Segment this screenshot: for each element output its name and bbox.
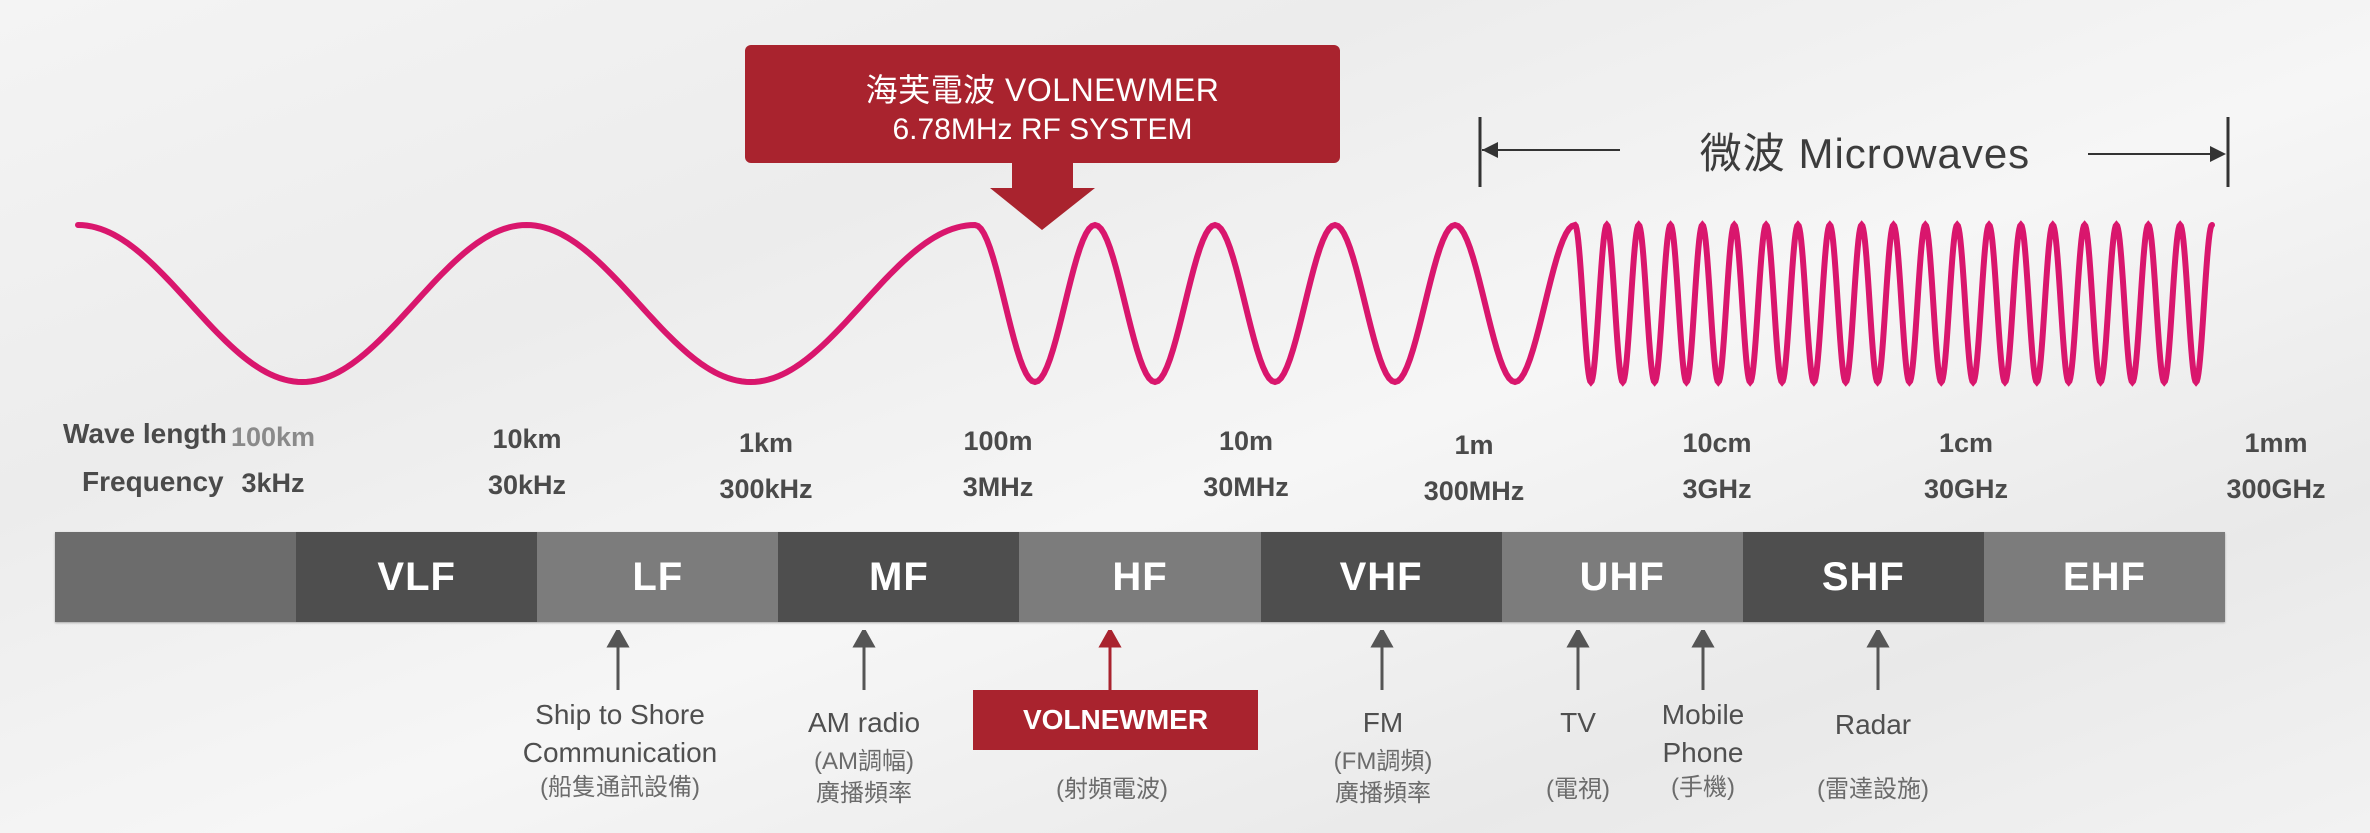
tick-wavelength: 1m bbox=[1454, 430, 1494, 460]
arrow-up-icon bbox=[1566, 630, 1590, 648]
wave-line bbox=[75, 220, 2215, 387]
tick-frequency: 300MHz bbox=[1423, 476, 1525, 506]
app-ship-to-shore: Ship to Shore Communication (船隻通訊設備) bbox=[523, 696, 718, 804]
tick-5: 1m 300MHz bbox=[1424, 422, 1525, 514]
microwaves-bracket bbox=[1478, 117, 2230, 187]
arrow-up-icon bbox=[606, 630, 630, 648]
tick-0: 100km 3kHz bbox=[231, 414, 315, 506]
app-mobile-phone: Mobile Phone (手機) bbox=[1662, 696, 1744, 804]
tick-6: 10cm 3GHz bbox=[1682, 420, 1751, 512]
tick-2: 1km 300kHz bbox=[719, 420, 812, 512]
band-empty bbox=[55, 532, 297, 622]
app-subtitle: (FM調頻) 廣播頻率 bbox=[1333, 748, 1433, 807]
frequency-band-bar: VLF LF MF HF VHF UHF SHF EHF bbox=[55, 532, 2225, 622]
band-vlf: VLF bbox=[296, 532, 538, 622]
tick-frequency: 30MHz bbox=[1203, 472, 1289, 502]
tick-frequency: 3MHz bbox=[962, 472, 1034, 502]
tick-wavelength: 10cm bbox=[1682, 428, 1752, 458]
arrow-up-icon bbox=[1866, 630, 1890, 648]
app-radar: Radar (雷達設施) bbox=[1817, 706, 1929, 806]
callout-title: 海芙電波 VOLNEWMER bbox=[865, 72, 1220, 108]
app-title: FM bbox=[1362, 707, 1404, 738]
app-title: Mobile Phone bbox=[1661, 699, 1745, 768]
arrow-up-icon bbox=[1098, 630, 1122, 648]
application-arrows bbox=[606, 630, 1890, 692]
microwaves-label: 微波 Microwaves bbox=[1699, 130, 2031, 177]
tick-wavelength: 1mm bbox=[2244, 428, 2308, 458]
volnewmer-label-box: VOLNEWMER bbox=[973, 690, 1258, 750]
tick-frequency: 300kHz bbox=[719, 474, 813, 504]
wave-graphic bbox=[75, 220, 2215, 387]
app-title: AM radio bbox=[807, 707, 921, 738]
app-subtitle: (手機) bbox=[1671, 774, 1735, 801]
tick-wavelength: 10km bbox=[492, 424, 562, 454]
callout-arrow-icon bbox=[990, 160, 1095, 230]
band-uhf: UHF bbox=[1501, 532, 1743, 622]
app-volnewmer-sub: (射頻電波) bbox=[1056, 774, 1168, 806]
app-subtitle: (電視) bbox=[1546, 776, 1610, 803]
band-ehf: EHF bbox=[1983, 532, 2225, 622]
app-title: Ship to Shore Communication bbox=[522, 699, 718, 768]
callout-subtitle: 6.78MHz RF SYSTEM bbox=[892, 113, 1193, 146]
tick-wavelength: 100km bbox=[230, 422, 316, 452]
app-subtitle: (船隻通訊設備) bbox=[540, 774, 700, 801]
band-shf: SHF bbox=[1742, 532, 1984, 622]
tick-3: 100m 3MHz bbox=[963, 418, 1034, 510]
tick-frequency: 300GHz bbox=[2226, 474, 2326, 504]
band-mf: MF bbox=[778, 532, 1020, 622]
frequency-row-label: Frequency bbox=[82, 466, 224, 497]
tick-frequency: 3GHz bbox=[1682, 474, 1752, 504]
tick-1: 10km 30kHz bbox=[488, 416, 566, 508]
wavelength-row-label: Wave length bbox=[63, 418, 227, 449]
arrow-up-icon bbox=[1370, 630, 1394, 648]
app-tv: TV (電視) bbox=[1546, 704, 1610, 806]
tick-frequency: 30GHz bbox=[1923, 474, 2009, 504]
app-subtitle: (射頻電波) bbox=[1056, 776, 1168, 803]
tick-7: 1cm 30GHz bbox=[1924, 420, 2008, 512]
app-title: Radar bbox=[1834, 709, 1912, 740]
app-subtitle: (雷達設施) bbox=[1817, 776, 1929, 803]
tick-wavelength: 1km bbox=[738, 428, 794, 458]
tick-8: 1mm 300GHz bbox=[2226, 420, 2325, 512]
arrow-up-icon bbox=[1691, 630, 1715, 648]
tick-frequency: 30kHz bbox=[487, 470, 567, 500]
arrow-up-icon bbox=[852, 630, 876, 648]
volnewmer-callout: 海芙電波 VOLNEWMER 6.78MHz RF SYSTEM bbox=[745, 45, 1340, 163]
band-vhf: VHF bbox=[1260, 532, 1502, 622]
tick-wavelength: 10m bbox=[1218, 426, 1274, 456]
app-title: VOLNEWMER bbox=[1022, 704, 1209, 735]
app-fm: FM (FM調頻) 廣播頻率 bbox=[1334, 704, 1433, 810]
tick-frequency: 3kHz bbox=[241, 468, 305, 498]
tick-4: 10m 30MHz bbox=[1203, 418, 1289, 510]
tick-wavelength: 100m bbox=[963, 426, 1033, 456]
app-am-radio: AM radio (AM調幅) 廣播頻率 bbox=[808, 704, 920, 810]
tick-wavelength: 1cm bbox=[1938, 428, 1994, 458]
app-title: TV bbox=[1560, 707, 1596, 738]
app-subtitle: (AM調幅) 廣播頻率 bbox=[814, 748, 914, 807]
band-hf: HF bbox=[1019, 532, 1261, 622]
band-lf: LF bbox=[537, 532, 779, 622]
